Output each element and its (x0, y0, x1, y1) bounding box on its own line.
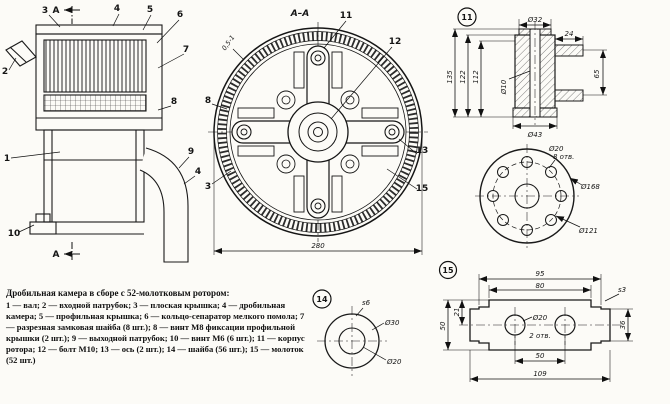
dim-hammer-hole-count: 2 отв. (529, 332, 550, 340)
dim-36: 36 (619, 320, 627, 329)
dim-280-lines (213, 138, 423, 255)
dim-hammer-hole-dia: Ø20 (532, 314, 548, 322)
callout-4: 4 (114, 4, 120, 14)
section-label-bottom: А (53, 250, 60, 260)
detail-rotor-body: 11 Ø32 (446, 7, 607, 248)
dim-dia121: Ø121 (578, 227, 598, 235)
callout-15-section: 15 (416, 184, 429, 194)
dim-135: 135 (446, 70, 454, 84)
hammer-drawing (459, 299, 621, 351)
dim-50-left: 50 (439, 321, 447, 330)
rotor-section-drawing (208, 22, 428, 242)
dim-50-spacing: 50 (536, 352, 545, 360)
callout-7: 7 (183, 45, 189, 55)
callout-9: 9 (188, 147, 194, 157)
dim-washer-dia30: Ø30 (384, 319, 400, 327)
dim-dia168: Ø168 (580, 183, 600, 191)
callout-leaders (8, 13, 196, 233)
dim-dia10: Ø10 (500, 79, 508, 95)
dim-s3: s3 (618, 286, 626, 294)
side-view: 3 А 4 5 6 7 2 1 10 8 9 4 А (2, 4, 201, 263)
callout-3: 3 (42, 6, 48, 16)
callout-13: 13 (416, 146, 429, 156)
section-label-top: А (53, 6, 60, 16)
dim-gap: 0,5-1 (220, 34, 236, 52)
dim-flange-hole-count: 8 отв. (553, 153, 574, 161)
section-view: А–А 0,5-1 280 11 12 8 3 13 15 (205, 9, 429, 255)
flange-face-view (475, 144, 579, 248)
section-title: А–А (290, 9, 309, 19)
badge-15: 15 (438, 260, 458, 280)
detail-washer: 14 s6 Ø30 Ø20 (312, 289, 402, 376)
washer-leaders (355, 307, 387, 361)
callout-10: 10 (8, 229, 21, 239)
hammer-dims (443, 274, 633, 382)
callout-3-section: 3 (205, 182, 211, 192)
flange-leaders (548, 159, 583, 228)
badge-11: 11 (457, 7, 477, 27)
rotor-body-section (512, 21, 584, 125)
callout-6: 6 (177, 10, 183, 20)
dim-280: 280 (311, 242, 325, 250)
callout-12: 12 (389, 37, 402, 47)
legend: Дробильная камера в сборе с 52-молотковы… (6, 288, 308, 366)
dim-21: 21 (453, 308, 461, 317)
callout-11: 11 (340, 11, 353, 21)
callout-8: 8 (171, 97, 177, 107)
dim-65: 65 (593, 69, 601, 78)
section-cut-marks (64, 6, 80, 260)
washer-drawing (317, 306, 387, 376)
dim-80: 80 (536, 282, 545, 290)
badge-15-number: 15 (442, 266, 454, 275)
callout-4b: 4 (195, 167, 201, 177)
dim-95: 95 (536, 270, 545, 278)
dim-112: 112 (472, 70, 480, 84)
dim-122: 122 (459, 70, 467, 84)
legend-title: Дробильная камера в сборе с 52-молотковы… (6, 288, 230, 298)
section-callout-leaders (211, 20, 418, 190)
badge-14-number: 14 (316, 295, 328, 304)
dim-washer-dia20: Ø20 (386, 358, 402, 366)
dim-s6: s6 (362, 299, 371, 307)
badge-14: 14 (312, 289, 332, 309)
dim-dia43: Ø43 (527, 131, 542, 139)
rotor-body-dims (452, 19, 607, 129)
detail-hammer: 15 95 80 s3 (438, 260, 633, 382)
legend-body: 1 — вал; 2 — входной патрубок; 3 — плоск… (6, 300, 305, 365)
callout-1: 1 (4, 154, 10, 164)
callout-5: 5 (147, 5, 153, 15)
badge-11-number: 11 (461, 13, 473, 22)
dim-flange-hole-dia: Ø20 (548, 145, 564, 153)
dim-109: 109 (533, 370, 547, 378)
machine-outline (5, 24, 189, 263)
dim-dia32: Ø32 (527, 16, 543, 24)
dim-24: 24 (565, 30, 574, 38)
callout-8-section: 8 (205, 96, 211, 106)
callout-2: 2 (2, 67, 8, 77)
